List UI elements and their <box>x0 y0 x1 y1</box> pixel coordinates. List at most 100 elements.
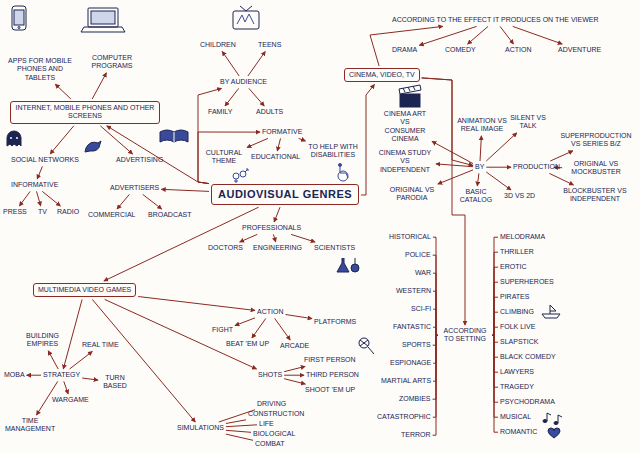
node-text: MULTIMEDIA VIDEO GAMES <box>38 286 131 294</box>
node-text: COMPUTER PROGRAMS <box>87 54 137 71</box>
connector <box>438 170 473 184</box>
branch-label: ORIGINAL VS PARODIA <box>387 186 437 203</box>
branch-label: BLACK COMEDY <box>500 353 556 361</box>
connector <box>299 138 306 141</box>
node-text: TRAGEDY <box>500 383 534 391</box>
connector <box>433 273 438 335</box>
branch-label: CHILDREN <box>200 41 236 49</box>
branch-label: COMMERCIAL <box>88 211 135 219</box>
node-text: EROTIC <box>500 263 526 271</box>
ghost-icon <box>7 131 21 146</box>
node-text: MUSICAL <box>500 413 531 421</box>
connector <box>433 335 438 435</box>
node-text: ADULTS <box>256 108 283 116</box>
node-text: CINEMA, VIDEO, TV <box>349 71 415 79</box>
node-text: ADVERTISERS <box>110 184 159 192</box>
node-text: DRAMA <box>392 46 417 54</box>
connector <box>226 420 246 424</box>
node-text: TERROR <box>401 431 431 439</box>
connector <box>275 318 291 340</box>
branch-label: LAWYERS <box>500 368 534 376</box>
connector <box>433 291 438 335</box>
branch-label: SHOTS <box>258 371 282 379</box>
node-text: SIMULATIONS <box>177 424 224 432</box>
connector <box>433 237 438 335</box>
connector <box>273 234 275 242</box>
node-text: ACCORDING TO THE EFFECT IT PRODUCES ON T… <box>392 16 599 24</box>
connector <box>477 173 479 186</box>
connector <box>225 88 239 106</box>
branch-label: FAMILY <box>208 108 232 116</box>
node-text: ARCADE <box>280 342 309 350</box>
branch-label: ACCORDING TO SETTING <box>440 327 490 344</box>
node-text: SHOTS <box>258 371 282 379</box>
branch-label: SPORTS <box>402 341 431 349</box>
node-text: PSYCHODRAMA <box>500 398 555 406</box>
node-text: TO HELP WITH DISABILITIES <box>303 143 363 160</box>
node-text: WESTERN <box>396 287 431 295</box>
branch-label: PROFESSIONALS <box>242 224 301 232</box>
connector <box>486 133 517 161</box>
branch-label: ROMANTIC <box>500 428 537 436</box>
connector <box>492 252 498 335</box>
branch-label: FANTASTIC <box>393 323 431 331</box>
node-text: 3D VS 2D <box>504 192 535 200</box>
connector <box>100 126 132 154</box>
connector <box>550 151 573 161</box>
branch-label: STRATEGY <box>43 371 80 379</box>
connector <box>19 191 30 206</box>
node-text: BY AUDIENCE <box>220 78 267 86</box>
node-text: ACTION <box>505 46 531 54</box>
connector <box>284 366 305 371</box>
node-text: TV <box>38 208 47 216</box>
node-text: SLAPSTICK <box>500 338 539 346</box>
node-text: FIGHT <box>212 326 233 334</box>
node-text: BUILDING EMPIRES <box>20 332 65 349</box>
ball-icon <box>359 338 374 354</box>
branch-label: EDUCATIONAL <box>251 153 300 161</box>
connector <box>492 335 498 342</box>
branch-label: BROADCAST <box>148 211 192 219</box>
node-text: INTERNET, MOBILE PHONES AND OTHER SCREEN… <box>15 104 155 121</box>
branch-label: SLAPSTICK <box>500 338 539 346</box>
connector <box>42 191 60 206</box>
topic-box: MULTIMEDIA VIDEO GAMES <box>33 283 136 297</box>
branch-label: SCI-FI <box>411 305 431 313</box>
branch-label: PSYCHODRAMA <box>500 398 555 406</box>
node-text: REAL TIME <box>82 341 119 349</box>
node-text: ORIGINAL VS MOCKBUSTER <box>556 160 636 177</box>
branch-label: FIRST PERSON <box>304 356 356 364</box>
branch-label: EROTIC <box>500 263 526 271</box>
node-text: WAR <box>415 269 431 277</box>
branch-label: MELODRAMA <box>500 233 545 241</box>
branch-label: SHOOT 'EM UP <box>305 386 355 394</box>
branch-label: FOLK LIVE <box>500 323 535 331</box>
connector <box>286 315 313 319</box>
branch-label: TEENS <box>258 41 281 49</box>
node-text: MOBA <box>4 371 25 379</box>
node-text: ANIMATION VS REAL IMAGE <box>457 117 507 134</box>
node-text: ADVENTURE <box>558 46 601 54</box>
node-text: BASIC CATALOG <box>456 188 496 205</box>
branch-label: SUPERHEROES <box>500 278 554 286</box>
connector <box>436 164 473 167</box>
branch-label: CONSTRUCTION <box>248 410 304 418</box>
branch-label: RADIO <box>57 208 79 216</box>
connector <box>492 335 498 402</box>
branch-label: PIRATES <box>500 293 529 301</box>
branch-label: PRESS <box>3 208 27 216</box>
connector <box>468 26 489 44</box>
gender-icon <box>233 169 248 183</box>
node-text: SOCIAL NETWORKS <box>11 156 79 164</box>
branch-label: ARCADE <box>280 342 309 350</box>
connector <box>370 26 443 66</box>
connector <box>486 167 511 168</box>
connector <box>240 234 258 242</box>
node-text: BROADCAST <box>148 211 192 219</box>
music-icon <box>543 413 562 425</box>
branch-label: COMEDY <box>445 46 476 54</box>
node-text: FANTASTIC <box>393 323 431 331</box>
branch-label: SILENT VS TALK <box>510 114 546 131</box>
connector <box>492 335 498 387</box>
node-text: COMEDY <box>445 46 476 54</box>
